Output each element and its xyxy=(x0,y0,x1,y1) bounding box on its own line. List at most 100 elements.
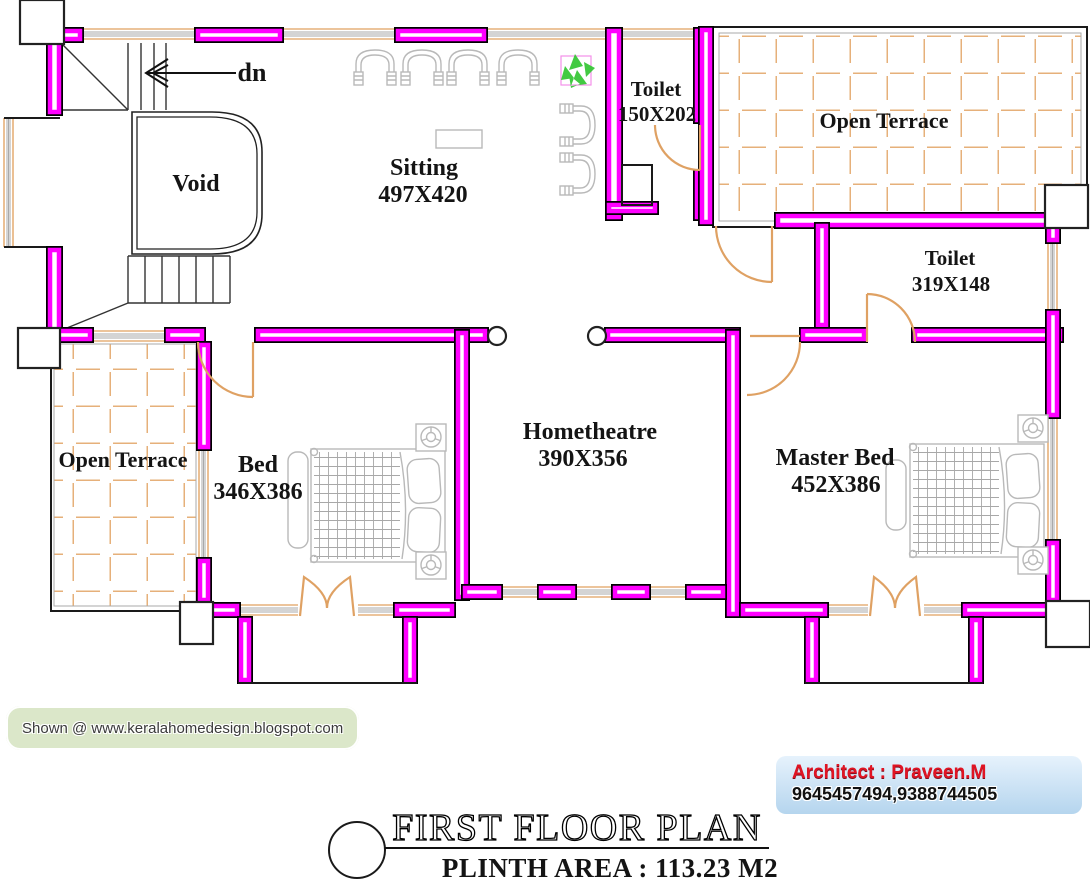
column xyxy=(1043,183,1090,230)
window-glass xyxy=(201,450,206,558)
door-master-bed xyxy=(746,334,802,397)
window-frame xyxy=(1047,243,1058,310)
room-dims-master-bed: 452X386 xyxy=(791,472,880,498)
room-label-master-bed: Master Bed xyxy=(776,445,896,471)
architect-name: Architect : Praveen.M xyxy=(792,762,987,783)
window-glass xyxy=(93,333,165,339)
plant-icon xyxy=(560,54,595,88)
wall-band xyxy=(197,342,211,450)
door-terrace xyxy=(714,225,774,284)
wall-band xyxy=(195,28,283,42)
round-column xyxy=(586,325,608,347)
column xyxy=(18,0,66,46)
architect-phone: 9645457494,9388744505 xyxy=(792,784,998,804)
master-bed-furniture xyxy=(885,414,1049,575)
door-toilet-top xyxy=(653,124,702,172)
architect-badge: Architect : Praveen.M 9645457494,9388744… xyxy=(776,756,1082,814)
title-bubble-icon xyxy=(328,821,386,879)
wall-band xyxy=(1046,310,1060,418)
window xyxy=(924,603,964,617)
window-glass xyxy=(1050,243,1055,310)
wall-band xyxy=(805,617,819,683)
stair-direction-label: dn xyxy=(238,58,267,87)
wall-band xyxy=(403,617,417,683)
doors xyxy=(196,124,922,617)
terrace-left-floor xyxy=(50,338,199,612)
window-frame xyxy=(93,330,165,342)
room-label-void: Void xyxy=(172,171,220,197)
window-frame xyxy=(3,118,14,247)
room-dims-toilet-right: 319X148 xyxy=(912,272,990,296)
window-glass xyxy=(828,607,868,613)
window xyxy=(1046,243,1059,310)
room-label-bed: Bed xyxy=(238,452,279,478)
down-arrow-head-icon xyxy=(144,58,169,88)
room-dims-toilet-top: 150X202 xyxy=(618,102,696,126)
window-glass xyxy=(6,118,11,247)
window xyxy=(93,329,165,343)
wall-band xyxy=(726,330,740,617)
window xyxy=(358,603,396,617)
wall-band xyxy=(800,328,867,342)
window-frame xyxy=(828,604,868,616)
toilet-shelf xyxy=(621,164,653,206)
column xyxy=(16,326,62,370)
column xyxy=(1044,599,1090,649)
wall-band xyxy=(197,558,211,603)
window xyxy=(197,450,210,558)
room-label-sitting: Sitting xyxy=(390,155,458,181)
table-icon xyxy=(435,129,483,149)
wall-band xyxy=(238,617,252,683)
room-dims-hometheatre: 390X356 xyxy=(538,446,627,472)
room-dims-bed: 346X386 xyxy=(213,479,302,505)
wall-band xyxy=(394,603,455,617)
bench-icon xyxy=(287,451,309,549)
wall-band xyxy=(606,28,622,220)
title-block: FIRST FLOOR PLAN PLINTH AREA : 113.23 M2 xyxy=(328,806,778,882)
window-frame xyxy=(924,604,964,616)
column xyxy=(178,600,215,646)
drawing-subtitle: PLINTH AREA : 113.23 M2 xyxy=(442,853,778,882)
double-door-bed-balcony xyxy=(298,575,356,617)
wall-band xyxy=(395,28,487,42)
drawing-title: FIRST FLOOR PLAN xyxy=(392,807,762,849)
window xyxy=(240,603,298,617)
room-label-toilet-top: Toilet xyxy=(631,77,682,101)
door-bed xyxy=(196,341,255,399)
room-label-open-terrace-left: Open Terrace xyxy=(59,447,188,472)
window-glass xyxy=(240,607,298,613)
sitting-furniture xyxy=(353,49,596,196)
wall-band xyxy=(969,617,983,683)
wall-band xyxy=(165,328,205,342)
window-glass xyxy=(358,607,396,613)
wall-band xyxy=(699,27,713,225)
window-glass xyxy=(1050,418,1055,540)
staircase xyxy=(61,43,236,331)
window xyxy=(470,585,726,599)
double-door-master-balcony xyxy=(868,575,922,617)
window-frame xyxy=(240,604,298,616)
room-label-hometheatre: Hometheatre xyxy=(523,419,658,445)
wall-band xyxy=(462,585,502,599)
wall-band xyxy=(612,585,650,599)
door-toilet-right xyxy=(865,292,917,343)
window-frame xyxy=(198,450,209,558)
window-glass xyxy=(62,31,706,37)
window-glass xyxy=(470,589,726,595)
room-dims-sitting: 497X420 xyxy=(378,182,467,208)
window-glass xyxy=(924,607,964,613)
window xyxy=(828,603,868,617)
wall-band xyxy=(538,585,576,599)
bed-room-furniture xyxy=(287,423,447,580)
wall-band xyxy=(740,603,828,617)
window-frame xyxy=(62,28,706,40)
watermark-text: Shown @ www.keralahomedesign.blogspot.co… xyxy=(22,719,344,737)
wall-band xyxy=(815,223,829,328)
terrace-top-right-floor xyxy=(712,26,1088,228)
bench-icon xyxy=(885,459,907,531)
wall-band xyxy=(686,585,726,599)
watermark-badge: Shown @ www.keralahomedesign.blogspot.co… xyxy=(6,706,360,750)
void-shape xyxy=(131,111,263,255)
